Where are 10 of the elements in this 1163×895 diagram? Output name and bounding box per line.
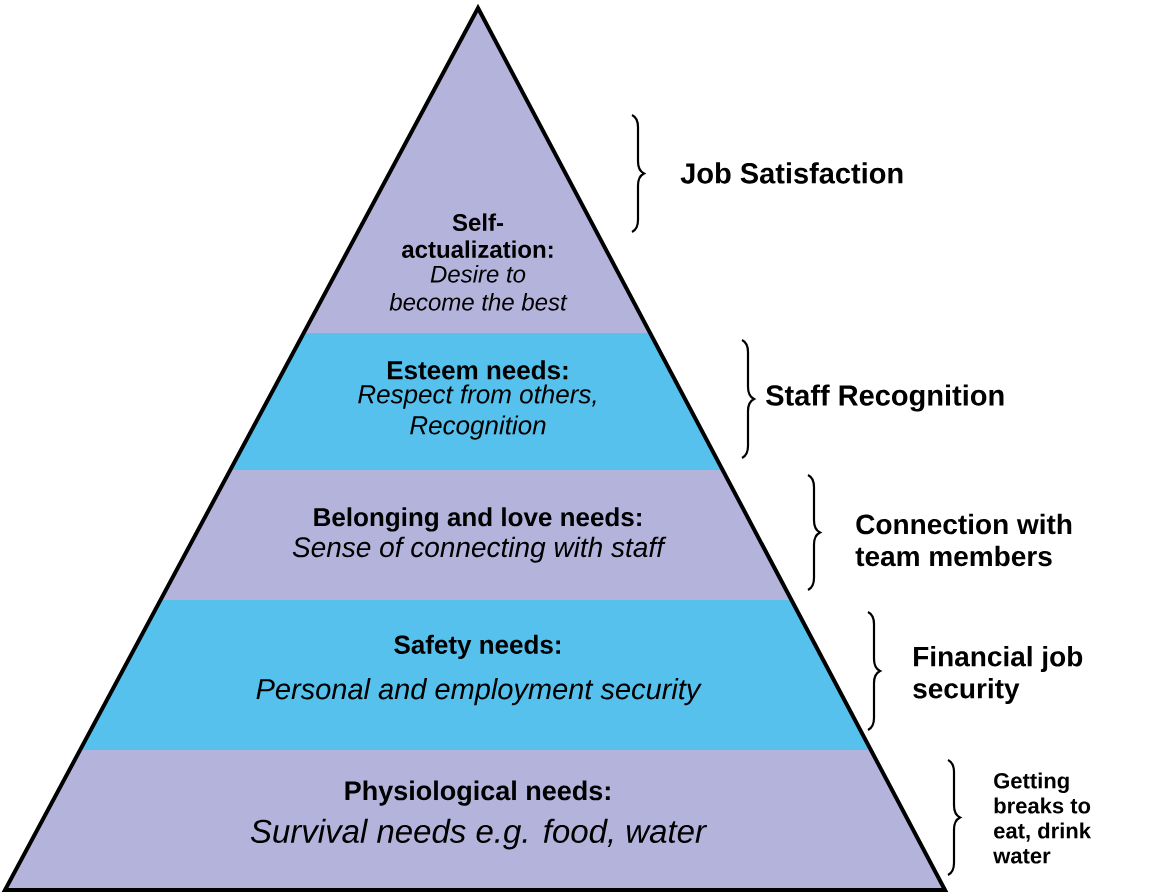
pyramid-band: Safety needs: Personal and employment security	[80, 600, 871, 750]
pyramid-band: Esteem needs: Respect from others, Recognition	[230, 333, 723, 470]
pyramid-band: Self-actualization: Desire to become the best	[303, 8, 651, 333]
side-label: Connection with team members	[855, 513, 1072, 567]
side-label: Financial job security	[913, 645, 1083, 705]
pyramid-band: Belonging and love needs: Sense of connecting with staff	[160, 470, 792, 600]
side-label: Job Satisfaction	[680, 162, 903, 184]
side-label: Getting breaks to eat, drink water	[993, 772, 1091, 864]
pyramid-band: Physiological needs: Survival needs e.g. food, water	[5, 750, 945, 890]
side-label: Staff Recognition	[766, 384, 1004, 412]
